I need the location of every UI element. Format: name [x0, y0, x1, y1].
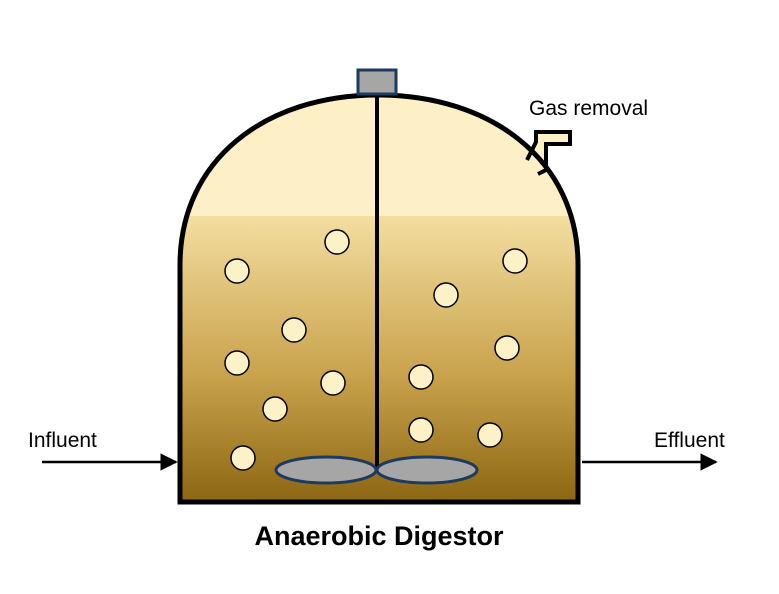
- impeller-blade-left: [274, 455, 378, 485]
- impeller-blade-right: [375, 455, 479, 485]
- gas-bubble: [224, 258, 250, 284]
- gas-bubble: [408, 417, 434, 443]
- gas-bubble: [320, 370, 346, 396]
- biogas-bubbles: [224, 229, 528, 471]
- gas-bubble: [502, 248, 528, 274]
- diagram-title: Anaerobic Digestor: [254, 521, 504, 551]
- gas-bubble: [477, 422, 503, 448]
- gas-bubble: [281, 317, 307, 343]
- gas-bubble: [433, 282, 459, 308]
- mixer-motor: [356, 68, 398, 96]
- gas-bubble: [224, 350, 250, 376]
- gas-headspace: [180, 95, 578, 217]
- gas-bubble: [262, 396, 288, 422]
- gas-bubble: [494, 335, 520, 361]
- gas-bubble: [408, 364, 434, 390]
- gas-removal-label: Gas removal: [529, 97, 648, 120]
- gas-bubble: [230, 445, 256, 471]
- effluent-label: Effluent: [654, 429, 725, 452]
- gas-bubble: [324, 229, 350, 255]
- influent-label: Influent: [28, 429, 97, 452]
